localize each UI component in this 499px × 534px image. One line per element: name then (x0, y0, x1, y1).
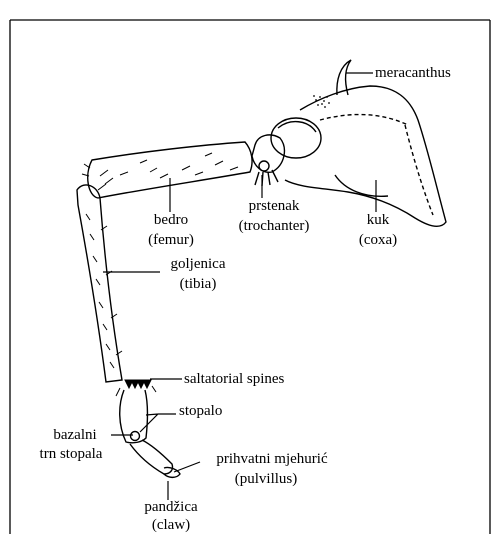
label-bazalni: bazalni (38, 427, 112, 444)
leader-prihvatni (174, 462, 200, 472)
label-goljenica: goljenica (158, 256, 238, 273)
label-pandzica: pandžica (138, 499, 204, 516)
label-saltatorial-spines: saltatorial spines (184, 371, 284, 388)
label-bedro: bedro (138, 212, 204, 229)
label-claw: (claw) (138, 517, 204, 534)
label-femur: (femur) (138, 232, 204, 249)
label-trochanter: (trochanter) (224, 218, 324, 235)
tarsus-shape (120, 390, 180, 477)
label-meracanthus: meracanthus (375, 65, 451, 82)
leader-stopalo (140, 414, 176, 432)
femur-hairs (82, 153, 238, 190)
label-trn-stopala: trn stopala (30, 446, 112, 463)
label-kuk: kuk (358, 212, 398, 229)
label-tibia: (tibia) (158, 276, 238, 293)
label-prstenak: prstenak (224, 198, 324, 215)
label-coxa: (coxa) (352, 232, 404, 249)
label-prihvatni-mjehuric: prihvatni mjehurić (198, 451, 346, 468)
label-pulvillus: (pulvillus) (220, 471, 312, 488)
label-stopalo: stopalo (179, 403, 222, 420)
leader-lines (103, 73, 376, 500)
